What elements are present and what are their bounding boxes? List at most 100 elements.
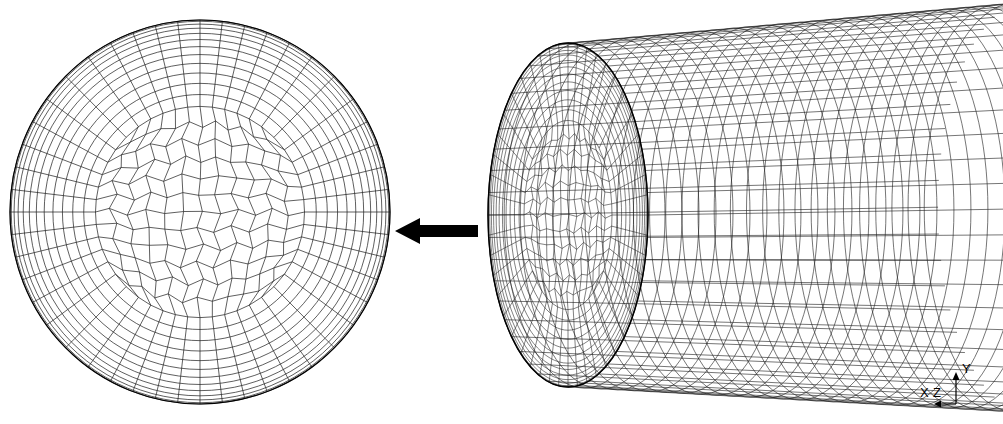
mesh-line <box>14 24 386 400</box>
mesh-line <box>489 44 648 386</box>
mesh-line <box>714 22 886 400</box>
mesh-line <box>642 129 1003 150</box>
axis-label: Z <box>933 386 941 400</box>
mesh-line <box>225 109 239 314</box>
mesh-line <box>625 62 1003 94</box>
mesh-line <box>108 262 292 286</box>
mesh-line <box>645 154 1003 170</box>
cross-section-mesh <box>10 20 390 404</box>
mesh-line <box>519 351 974 370</box>
mesh-line <box>491 50 644 379</box>
view-arrow <box>395 218 478 244</box>
mesh-line <box>212 107 220 317</box>
mesh-line <box>568 387 1003 413</box>
mesh-line <box>506 82 630 348</box>
mesh-line <box>489 180 939 192</box>
mesh-line <box>637 104 1003 129</box>
mesh-line <box>827 12 1003 407</box>
mesh-line <box>502 74 633 356</box>
mesh-line <box>108 139 292 163</box>
section-outline <box>10 20 390 404</box>
mesh-line <box>519 110 617 320</box>
mesh-line <box>566 120 569 309</box>
mesh-line <box>127 119 150 305</box>
cylinder-mesh <box>488 2 1003 413</box>
mesh-line <box>96 223 304 232</box>
mesh-line <box>499 67 637 363</box>
mesh-line <box>491 154 941 170</box>
mesh-line <box>578 386 1003 411</box>
mesh-line <box>633 30 801 396</box>
axis-label: X <box>920 386 929 400</box>
mesh-line <box>525 237 611 249</box>
mesh-line <box>637 301 1003 310</box>
mesh-line <box>73 83 328 340</box>
mesh-line <box>585 34 750 392</box>
mesh-line <box>490 47 647 384</box>
mesh-line <box>537 132 547 299</box>
axis-label: Y <box>962 362 971 376</box>
mesh-line <box>505 320 957 333</box>
mesh-line <box>126 287 274 318</box>
mesh-line <box>682 25 852 398</box>
mesh-line <box>23 33 377 390</box>
mesh-line <box>599 17 1003 56</box>
mesh-line <box>196 106 203 317</box>
mesh-line <box>578 123 584 307</box>
mesh-line <box>608 364 1003 385</box>
mesh-line <box>631 82 1003 110</box>
mesh-line <box>558 3 1003 44</box>
mesh-line <box>547 381 1003 406</box>
mesh-line <box>146 113 163 311</box>
mesh-line <box>625 337 1003 353</box>
mesh-line <box>746 19 919 402</box>
mesh-line <box>527 165 609 182</box>
mesh-line <box>537 17 994 56</box>
mesh-line <box>505 82 957 110</box>
mesh-line <box>860 9 1003 408</box>
mesh-line <box>102 156 298 175</box>
mesh-line <box>779 16 954 403</box>
mesh-line <box>647 234 1003 237</box>
axis-triad <box>934 372 960 408</box>
mesh-line <box>617 44 1003 78</box>
mesh-line <box>553 123 558 307</box>
mesh-line <box>18 28 382 396</box>
mesh-line <box>573 121 577 309</box>
mesh-line <box>496 60 640 369</box>
mesh-line <box>96 192 304 201</box>
mesh-line <box>29 40 370 385</box>
mesh-line <box>488 207 938 215</box>
mesh-line <box>545 127 552 304</box>
mesh-line <box>274 137 305 286</box>
mesh-line <box>730 21 903 401</box>
mesh-line <box>44 55 356 370</box>
mesh-line <box>547 9 1003 49</box>
mesh-line <box>98 237 301 251</box>
mesh-line <box>488 43 648 387</box>
mesh-line <box>537 120 599 148</box>
mesh-line <box>10 20 390 404</box>
mesh-line <box>631 320 1003 333</box>
mesh-line <box>96 208 305 215</box>
mesh-line <box>53 63 347 360</box>
mesh-line <box>599 374 1003 397</box>
mesh-line <box>126 106 274 137</box>
mesh-line <box>666 27 835 397</box>
mesh-line <box>642 281 1003 286</box>
mesh-line <box>529 260 607 281</box>
mesh-line <box>36 47 363 378</box>
mesh-line <box>109 127 138 298</box>
inlet-face-mesh <box>488 43 648 387</box>
mesh-line <box>529 149 607 170</box>
mesh-line <box>530 139 542 292</box>
mesh-line <box>510 90 626 339</box>
mesh-line <box>84 95 317 330</box>
mesh-line <box>511 62 964 94</box>
mesh-line <box>589 132 599 299</box>
mesh-line <box>499 104 951 129</box>
mesh-line <box>594 139 605 292</box>
mesh-line <box>524 197 611 205</box>
mesh-line <box>164 109 176 314</box>
mesh-line <box>617 351 1003 370</box>
